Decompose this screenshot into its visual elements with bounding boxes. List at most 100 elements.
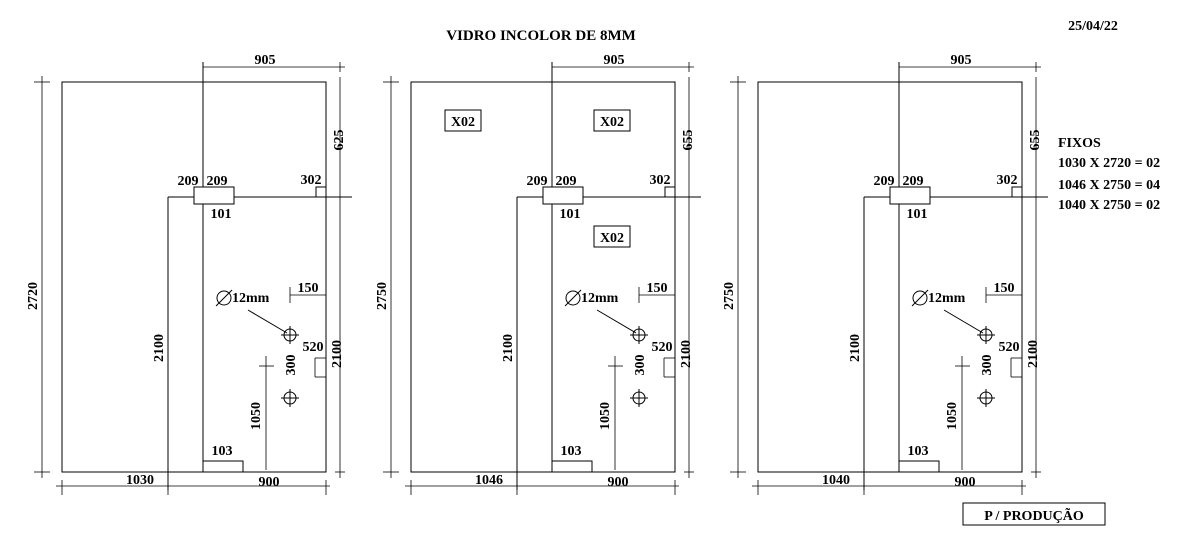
diameter-slash	[564, 289, 582, 307]
drawing-title: VIDRO INCOLOR DE 8MM	[446, 28, 636, 44]
hinge-right-label: 209	[556, 174, 577, 189]
hinge-box	[193, 186, 235, 205]
handle-height-label: 1050	[945, 402, 960, 430]
hinge-size-label: 101	[907, 207, 928, 222]
hole-label: 12mm	[581, 291, 619, 306]
hole-label: 12mm	[232, 291, 270, 306]
hole-2	[630, 389, 648, 407]
bottom-pivot-label: 103	[561, 444, 582, 459]
tag-x02-1: X02	[444, 109, 482, 132]
hole-1	[281, 326, 299, 344]
panel-outline	[410, 81, 676, 473]
hole-1	[977, 326, 995, 344]
hole-2	[977, 389, 995, 407]
hinge-size-label: 101	[211, 207, 232, 222]
side-height-label: 2100	[679, 340, 694, 368]
diameter-slash	[911, 289, 929, 307]
hole-offset-label: 150	[647, 281, 668, 296]
production-stamp-label: P / PRODUÇÃO	[984, 506, 1084, 524]
hole-2	[281, 389, 299, 407]
corner-label: 302	[301, 173, 322, 188]
door-height-label: 2100	[848, 334, 863, 362]
left-width-label: 1040	[822, 473, 850, 488]
hinge-left-label: 209	[874, 174, 895, 189]
hole-height-label: 520	[303, 340, 324, 355]
hole-diameter-callout: 12mm	[215, 289, 288, 334]
fixos-line-2: 1046 X 2750 = 04	[1058, 178, 1160, 193]
glass-panel-3: 905 2750 1040 900 655 2100 2100 209 209 101 302 12m…	[722, 53, 1048, 495]
hole-label: 12mm	[928, 291, 966, 306]
hole-offset-label: 150	[298, 281, 319, 296]
corner-notch	[1011, 186, 1023, 198]
hole-leader	[596, 309, 637, 334]
drawing-date: 25/04/22	[1068, 19, 1118, 34]
glass-panel-2: 905 2750 1046 900 655 2100 2100 209 209 101 302 12m…	[375, 53, 701, 495]
panel-height-label: 2750	[375, 282, 390, 310]
fixos-line-3: 1040 X 2750 = 02	[1058, 198, 1160, 213]
panel-outline	[61, 81, 327, 473]
hinge-left-label: 209	[527, 174, 548, 189]
tag-label: X02	[600, 231, 624, 246]
hole-spacing-label: 300	[980, 355, 995, 376]
door-width-label: 905	[604, 53, 625, 68]
hinge-box	[542, 186, 584, 205]
hole-spacing-label: 300	[633, 355, 648, 376]
pivot-box	[551, 460, 593, 473]
top-fixed-label: 625	[332, 130, 347, 151]
right-width-label: 900	[955, 475, 976, 490]
side-height-label: 2100	[1026, 340, 1041, 368]
door-width-label: 905	[255, 53, 276, 68]
bottom-pivot-label: 103	[908, 444, 929, 459]
tag-box	[593, 109, 631, 132]
pivot-box	[202, 460, 244, 473]
hole-diameter-callout: 12mm	[564, 289, 637, 334]
hinge-left-label: 209	[178, 174, 199, 189]
corner-notch	[315, 186, 327, 198]
left-width-label: 1046	[475, 473, 503, 488]
hole-diameter-callout: 12mm	[911, 289, 984, 334]
fixos-heading: FIXOS	[1058, 136, 1101, 151]
right-width-label: 900	[608, 475, 629, 490]
diameter-symbol	[912, 290, 928, 306]
door-height-label: 2100	[152, 334, 167, 362]
hole-offset-label: 150	[994, 281, 1015, 296]
production-stamp: P / PRODUÇÃO	[962, 502, 1106, 526]
hinge-right-label: 209	[207, 174, 228, 189]
hinge-box	[889, 186, 931, 205]
diameter-symbol	[216, 290, 232, 306]
diameter-slash	[215, 289, 233, 307]
top-fixed-label: 655	[1028, 130, 1043, 151]
hole-spacing-label: 300	[284, 355, 299, 376]
hinge-right-label: 209	[903, 174, 924, 189]
bottom-pivot-label: 103	[212, 444, 233, 459]
tag-box	[444, 109, 482, 132]
tag-x02-3: X02	[593, 225, 631, 248]
panel-outline	[757, 81, 1023, 473]
corner-label: 302	[650, 173, 671, 188]
tag-box	[593, 225, 631, 248]
top-fixed-label: 655	[681, 130, 696, 151]
door-width-label: 905	[951, 53, 972, 68]
hole-height-label: 520	[999, 340, 1020, 355]
fixos-list: FIXOS 1030 X 2720 = 02 1046 X 2750 = 04 …	[1058, 136, 1160, 213]
tag-label: X02	[600, 115, 624, 130]
handle-height-label: 1050	[598, 402, 613, 430]
right-width-label: 900	[259, 475, 280, 490]
panel-height-label: 2750	[722, 282, 737, 310]
door-height-label: 2100	[501, 334, 516, 362]
panel-height-label: 2720	[26, 282, 41, 310]
pivot-box	[898, 460, 940, 473]
corner-label: 302	[997, 173, 1018, 188]
tag-x02-2: X02	[593, 109, 631, 132]
diameter-symbol	[565, 290, 581, 306]
tag-label: X02	[451, 115, 475, 130]
corner-notch	[664, 186, 676, 198]
hole-leader	[943, 309, 984, 334]
hinge-size-label: 101	[560, 207, 581, 222]
hole-leader	[247, 309, 288, 334]
hole-height-label: 520	[652, 340, 673, 355]
handle-height-label: 1050	[249, 402, 264, 430]
